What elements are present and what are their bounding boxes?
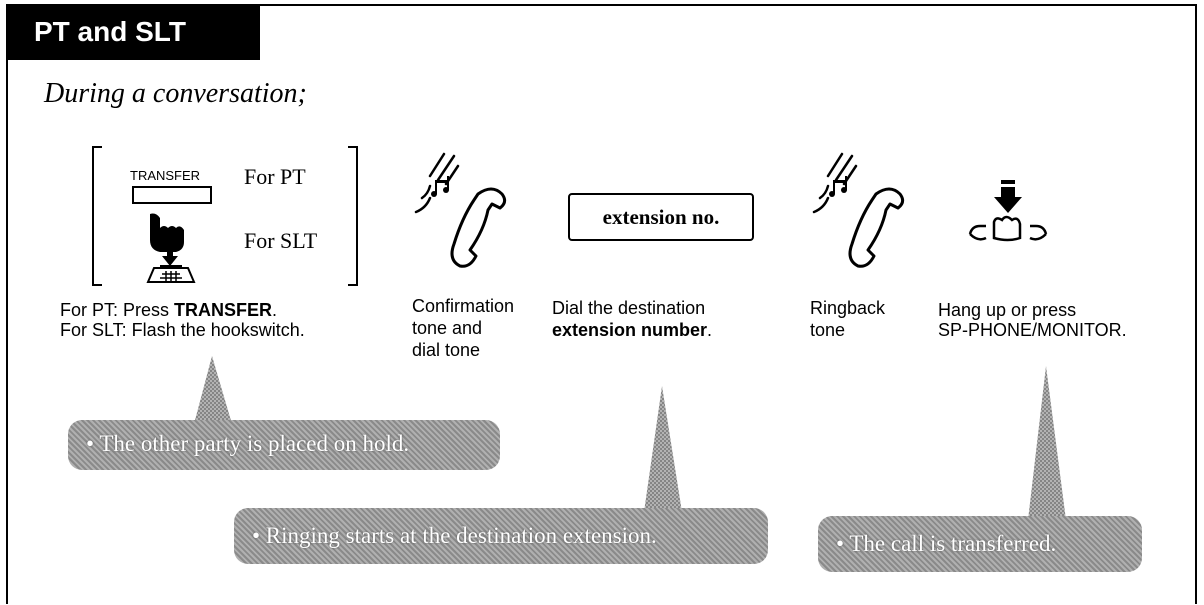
subtitle: During a conversation; [44, 78, 307, 109]
step2-caption-line3: dial tone [412, 340, 481, 360]
transfer-button-icon [132, 186, 212, 204]
ringing-callout-bubble: • Ringing starts at the destination exte… [234, 508, 768, 564]
step4-caption-line1: Ringback [810, 298, 886, 318]
left-bracket [92, 146, 102, 286]
step1-caption-line1: For PT: Press TRANSFER. [60, 300, 278, 320]
hang-up-hand-icon [968, 180, 1048, 242]
section-frame [6, 4, 1197, 604]
ringing-bubble-pointer [644, 386, 682, 512]
step3-caption-line2: extension number. [552, 320, 713, 340]
step2-caption-line1: Confirmation [412, 296, 515, 316]
for-slt-label: For SLT [244, 228, 318, 253]
step5-caption-line2: SP-PHONE/MONITOR. [938, 320, 1127, 340]
hold-bubble-pointer [194, 356, 232, 424]
step4-caption-line2: tone [810, 320, 846, 340]
for-pt-label: For PT [244, 164, 306, 189]
section-title: PT and SLT [6, 4, 260, 60]
step3-caption-line1: Dial the destination [552, 298, 706, 318]
handset-ringback-icon [812, 152, 905, 268]
transfer-button-label: TRANSFER [130, 168, 201, 183]
hookswitch-hand-icon [146, 213, 196, 283]
transferred-callout-bubble: • The call is transferred. [818, 516, 1142, 572]
right-bracket [348, 146, 358, 286]
step1-caption-line2: For SLT: Flash the hookswitch. [60, 320, 305, 340]
step5-caption-line1: Hang up or press [938, 300, 1077, 320]
hold-callout-bubble: • The other party is placed on hold. [68, 420, 500, 470]
handset-ringing-icon [414, 152, 507, 268]
transferred-bubble-pointer [1028, 366, 1066, 520]
step2-caption-line2: tone and [412, 318, 483, 338]
extension-number-box: extension no. [568, 193, 754, 241]
